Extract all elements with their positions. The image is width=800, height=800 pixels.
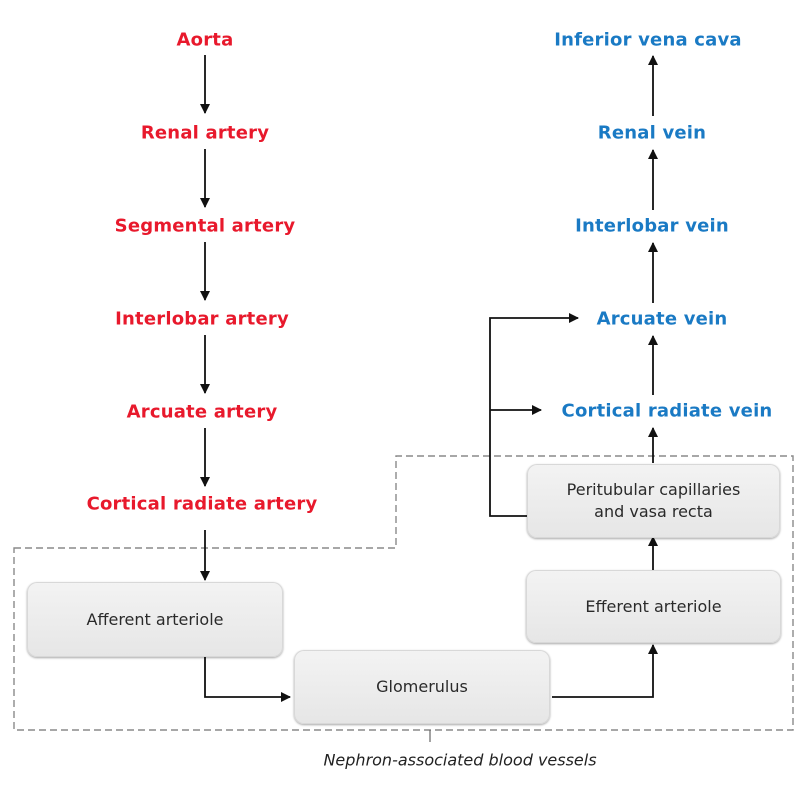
label-interlobar-artery: Interlobar artery <box>115 308 289 330</box>
glomerulus-text: Glomerulus <box>376 677 468 697</box>
arrow-peritubular-to-veins-branch <box>489 313 579 517</box>
label-segmental-artery: Segmental artery <box>114 215 296 237</box>
afferent-arteriole-text: Afferent arteriole <box>86 609 224 629</box>
box-peritubular-capillaries: Peritubular capillaries and vasa recta <box>527 464 780 538</box>
label-renal-vein: Renal vein <box>597 122 707 144</box>
label-aorta: Aorta <box>176 29 234 51</box>
label-cortical-radiate-artery: Cortical radiate artery <box>86 493 318 515</box>
arrow-glomerulus-to-efferent <box>552 644 658 698</box>
nephron-region-outline <box>13 455 794 731</box>
label-inferior-vena-cava: Inferior vena cava <box>554 29 742 51</box>
label-renal-artery: Renal artery <box>140 122 270 144</box>
label-arcuate-vein: Arcuate vein <box>596 308 728 330</box>
box-glomerulus: Glomerulus <box>294 650 550 724</box>
peritubular-text-line1: Peritubular capillaries <box>566 480 741 500</box>
label-arcuate-artery: Arcuate artery <box>126 401 278 423</box>
arrow-afferent-to-glomerulus <box>204 657 291 702</box>
region-caption: Nephron-associated blood vessels <box>323 750 597 770</box>
box-efferent-arteriole: Efferent arteriole <box>526 570 781 643</box>
peritubular-text-line2: and vasa recta <box>594 502 713 521</box>
label-cortical-radiate-vein: Cortical radiate vein <box>561 400 773 422</box>
box-afferent-arteriole: Afferent arteriole <box>27 582 283 657</box>
efferent-arteriole-text: Efferent arteriole <box>585 596 722 616</box>
label-interlobar-vein: Interlobar vein <box>575 215 729 237</box>
